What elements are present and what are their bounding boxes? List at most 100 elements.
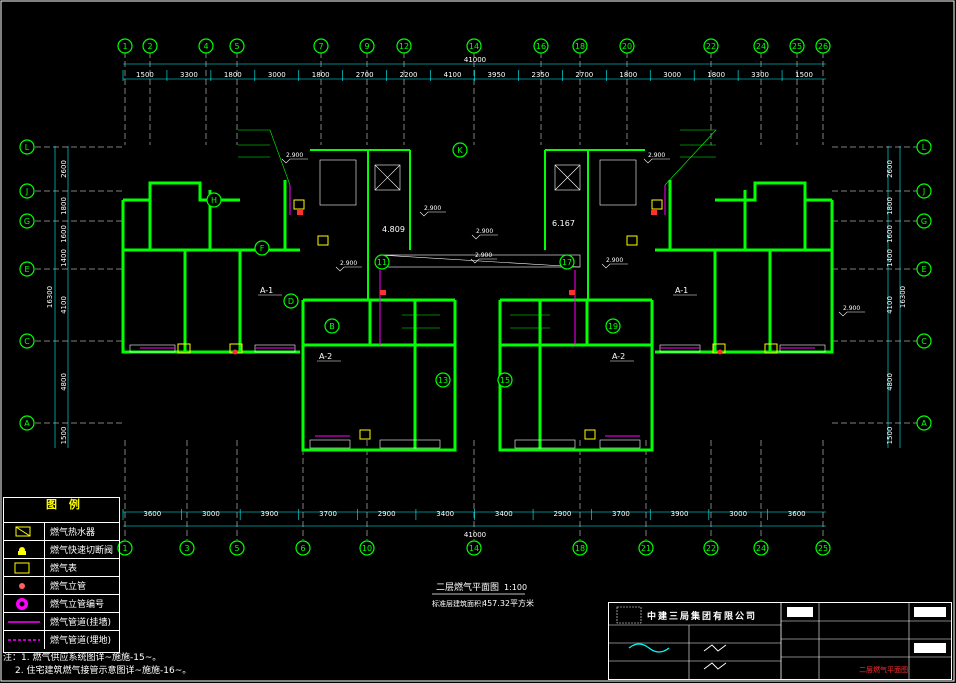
svg-text:5: 5 (234, 544, 239, 553)
svg-text:A-2: A-2 (319, 352, 332, 361)
grid-bubble-bottom-6: 6 (295, 540, 311, 556)
legend-title: 图 例 (46, 498, 84, 511)
legend-label: 燃气快速切断阀 (50, 546, 114, 556)
title-block: 中建三局集团有限公司 二层燃气平面图 (608, 602, 952, 680)
building-walls (121, 149, 834, 452)
legend-item: 燃气立管 (4, 576, 119, 595)
riser-bubble-11: 11 (374, 254, 390, 270)
dimension-top: 2200 (400, 71, 418, 79)
legend: 图 例 燃气热水器 燃气快速切断阀 燃气表 燃气立管 燃气立管编号 燃气管道(挂… (3, 497, 120, 653)
elevation-tag: 2.900 (643, 152, 670, 164)
svg-text:2.900: 2.900 (648, 152, 665, 159)
dimension-left: 4100 (60, 296, 68, 314)
grid-bubble-top-1: 1 (117, 38, 133, 54)
svg-text:5: 5 (234, 42, 239, 51)
svg-text:2.900: 2.900 (606, 257, 623, 264)
dimension-top: 2700 (356, 71, 374, 79)
svg-text:6: 6 (300, 544, 305, 553)
grid-bubble-left-L: L (19, 139, 35, 155)
dimension-bottom: 3700 (319, 510, 337, 518)
svg-text:22: 22 (706, 544, 716, 553)
svg-text:20: 20 (622, 42, 632, 51)
dimension-left: 1800 (60, 197, 68, 215)
svg-text:12: 12 (399, 42, 409, 51)
dimension-top: 3950 (488, 71, 506, 79)
elevation-tag: 2.900 (601, 257, 628, 269)
svg-text:A: A (24, 419, 30, 428)
grid-bubble-right-L: L (916, 139, 932, 155)
grid-bubble-bottom-18: 18 (572, 540, 588, 556)
legend-label: 燃气管道(埋地) (50, 636, 112, 646)
dimension-bottom: 3400 (436, 510, 454, 518)
grid-bubble-top-5: 5 (229, 38, 245, 54)
svg-text:2.900: 2.900 (475, 252, 492, 259)
dimension-bottom: 3000 (202, 510, 220, 518)
grid-bubble-bottom-10: 10 (359, 540, 375, 556)
riser-bubble-17: 17 (559, 254, 575, 270)
dimension-top: 2700 (575, 71, 593, 79)
interior-lines (129, 159, 826, 449)
company-name: 中建三局集团有限公司 (647, 612, 758, 622)
svg-text:D: D (288, 297, 294, 306)
svg-text:A-1: A-1 (675, 286, 688, 295)
riser-number-icon (4, 595, 45, 613)
stair-level-right: 6.167 (552, 219, 575, 228)
notes: 注：1. 燃气供应系统图详~施施-15~。 2. 住宅建筑燃气接管示意图详~施施… (3, 652, 191, 678)
grid-bubble-top-7: 7 (313, 38, 329, 54)
riser-bubble-15: 15 (497, 372, 513, 388)
svg-text:7: 7 (318, 42, 323, 51)
svg-text:2.900: 2.900 (476, 228, 493, 235)
stair-level-left: 4.809 (382, 225, 405, 234)
dimension-bottom: 3600 (788, 510, 806, 518)
top-total-dimension: 41000 (464, 56, 486, 64)
svg-text:A: A (921, 419, 927, 428)
unit-tag: A-2 (610, 352, 634, 362)
dimension-left: 1600 (60, 225, 68, 243)
legend-item: 燃气表 (4, 558, 119, 577)
riser-bubble-D: D (283, 293, 299, 309)
grid-bubble-top-26: 26 (815, 38, 831, 54)
svg-text:K: K (457, 146, 463, 155)
riser-bubble-K: K (452, 142, 468, 158)
legend-item: 燃气管道(埋地) (4, 630, 119, 649)
dimension-top: 4100 (444, 71, 462, 79)
grid-bubble-bottom-1: 1 (117, 540, 133, 556)
svg-text:H: H (211, 196, 217, 205)
grid-bubble-left-E: E (19, 261, 35, 277)
svg-text:18: 18 (575, 42, 585, 51)
svg-text:3: 3 (184, 544, 189, 553)
svg-text:J: J (922, 187, 925, 196)
grid-bubble-right-A: A (916, 415, 932, 431)
grid-bubble-bottom-21: 21 (638, 540, 654, 556)
grid-bubble-left-C: C (19, 333, 35, 349)
elevation-tag: 2.900 (838, 305, 865, 317)
legend-label: 燃气立管编号 (50, 600, 105, 610)
grid-bubble-top-25: 25 (789, 38, 805, 54)
dimension-right: 1400 (886, 249, 894, 267)
dimension-bottom: 3000 (729, 510, 747, 518)
dimension-top: 3000 (268, 71, 286, 79)
area-note-value: 457.32平方米 (482, 598, 534, 608)
grid-bubble-bottom-25: 25 (815, 540, 831, 556)
grid-bubble-top-20: 20 (619, 38, 635, 54)
grid-bubble-right-C: C (916, 333, 932, 349)
water-heater-icon (4, 523, 45, 541)
dimension-top: 3300 (180, 71, 198, 79)
shutoff-valve-icon (4, 541, 45, 559)
riser-bubble-H: H (206, 192, 222, 208)
svg-text:22: 22 (706, 42, 716, 51)
legend-label: 燃气表 (50, 564, 78, 574)
note-line: 注：1. 燃气供应系统图详~施施-15~。 (3, 653, 162, 663)
drawing-scale: 1:100 (504, 583, 527, 592)
dimension-top: 1800 (707, 71, 725, 79)
svg-text:11: 11 (377, 258, 387, 267)
svg-text:2.900: 2.900 (286, 152, 303, 159)
legend-item: 燃气快速切断阀 (4, 540, 119, 559)
dimension-top: 1500 (136, 71, 154, 79)
grid-bubble-bottom-5: 5 (229, 540, 245, 556)
svg-text:E: E (24, 265, 29, 274)
dimension-top: 1800 (224, 71, 242, 79)
svg-text:19: 19 (608, 322, 618, 331)
svg-text:C: C (921, 337, 927, 346)
dimension-top: 1800 (619, 71, 637, 79)
